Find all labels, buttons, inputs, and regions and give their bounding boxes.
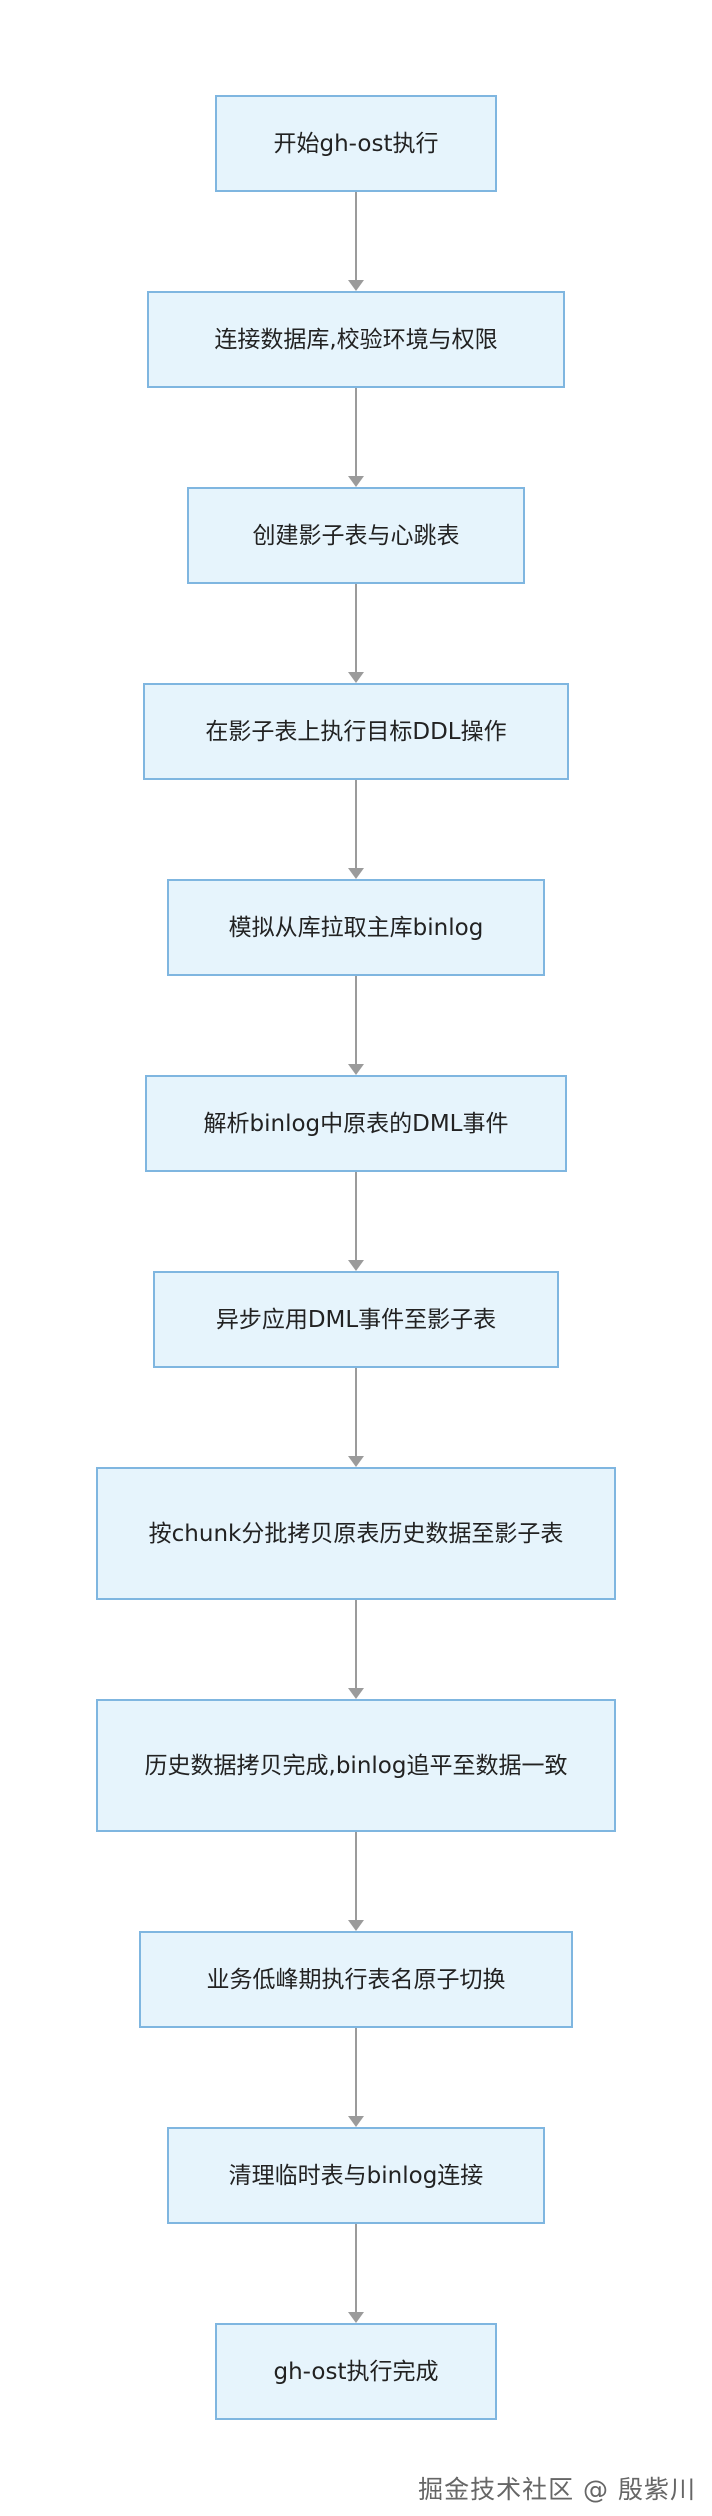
flow-step-start: 开始gh-ost执行 (215, 95, 497, 192)
flow-step-run-ddl: 在影子表上执行目标DDL操作 (143, 683, 569, 780)
arrow-9-head (348, 1920, 364, 1931)
flow-step-copy-chunks: 按chunk分批拷贝原表历史数据至影子表 (96, 1467, 616, 1600)
flow-step-cleanup-label: 清理临时表与binlog连接 (228, 2162, 484, 2189)
flow-step-sync-complete-label: 历史数据拷贝完成,binlog追平至数据一致 (144, 1752, 568, 1779)
arrow-8-head (348, 1688, 364, 1699)
flow-step-apply-dml-label: 异步应用DML事件至影子表 (215, 1306, 497, 1333)
flow-step-create-tables-label: 创建影子表与心跳表 (252, 522, 460, 549)
flow-step-connect-check-label: 连接数据库,校验环境与权限 (214, 326, 498, 353)
arrow-5-head (348, 1064, 364, 1075)
flow-step-sync-complete: 历史数据拷贝完成,binlog追平至数据一致 (96, 1699, 616, 1832)
flow-step-end-label: gh-ost执行完成 (273, 2358, 439, 2385)
arrow-11-head (348, 2312, 364, 2323)
flow-step-pull-binlog: 模拟从库拉取主库binlog (167, 879, 545, 976)
flow-step-end: gh-ost执行完成 (215, 2323, 497, 2420)
flow-step-pull-binlog-label: 模拟从库拉取主库binlog (228, 914, 484, 941)
flow-step-create-tables: 创建影子表与心跳表 (187, 487, 525, 584)
flow-step-atomic-switch: 业务低峰期执行表名原子切换 (139, 1931, 573, 2028)
flow-step-copy-chunks-label: 按chunk分批拷贝原表历史数据至影子表 (148, 1520, 564, 1547)
arrow-7-head (348, 1456, 364, 1467)
arrow-1-head (348, 280, 364, 291)
flow-step-run-ddl-label: 在影子表上执行目标DDL操作 (205, 718, 507, 745)
flow-step-parse-dml: 解析binlog中原表的DML事件 (145, 1075, 567, 1172)
arrow-6-head (348, 1260, 364, 1271)
arrow-10-head (348, 2116, 364, 2127)
flow-step-cleanup: 清理临时表与binlog连接 (167, 2127, 545, 2224)
arrow-2-head (348, 476, 364, 487)
flow-step-connect-check: 连接数据库,校验环境与权限 (147, 291, 565, 388)
flow-step-apply-dml: 异步应用DML事件至影子表 (153, 1271, 559, 1368)
arrow-3-head (348, 672, 364, 683)
flow-step-parse-dml-label: 解析binlog中原表的DML事件 (203, 1110, 509, 1137)
flow-step-atomic-switch-label: 业务低峰期执行表名原子切换 (206, 1966, 506, 1993)
watermark: 掘金技术社区 @ 殷紫川 (418, 2475, 696, 2504)
flow-step-start-label: 开始gh-ost执行 (273, 130, 439, 157)
arrow-4-head (348, 868, 364, 879)
